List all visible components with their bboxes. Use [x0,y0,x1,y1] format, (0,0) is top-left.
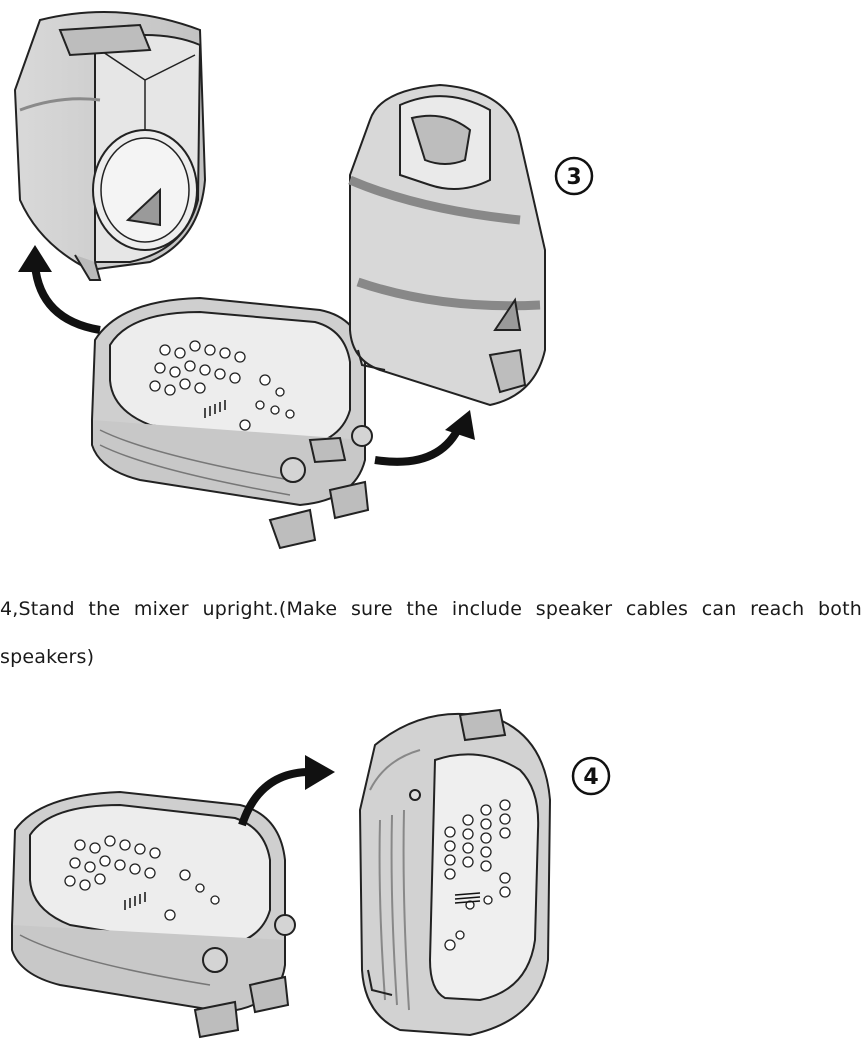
mixer-base-closed [90,296,373,550]
instruction-text: 4,Stand the mixer upright.(Make sure the… [0,598,862,668]
step-badge-3-label: 3 [566,165,581,190]
arrow-curve-right [374,410,475,466]
mixer-upright [358,708,552,1037]
step-badge-3: 3 [554,156,594,196]
figure-step-3: 3 [13,11,594,550]
figure-step-4: 4 [0,700,862,1039]
arrow-curve-up [238,755,335,827]
figure-step-4-illustration: 4 [10,708,611,1039]
figure-step-3-illustration: 3 [13,11,594,550]
arrow-curve-left [18,245,101,334]
step-badge-4: 4 [571,756,611,796]
speaker-left [13,11,207,281]
mixer-base-left [10,790,296,1039]
speaker-right [348,83,546,407]
step-badge-4-label: 4 [583,765,598,790]
